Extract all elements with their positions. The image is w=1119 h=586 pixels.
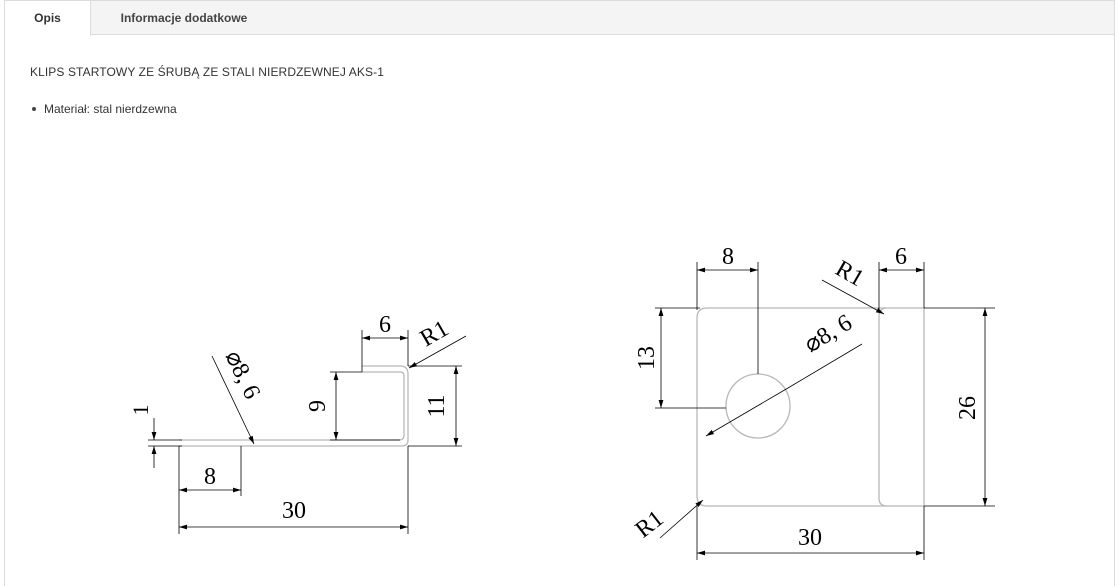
- list-item: Materiał: stal nierdzewna: [32, 102, 177, 116]
- dim-top-hole-height: 13: [634, 346, 660, 370]
- top-view-drawing: 8 6 R1 13 ⌀8, 6 26 R1 30: [631, 244, 995, 560]
- dim-inner-height: 9: [305, 400, 331, 412]
- tab-informacje-dodatkowe[interactable]: Informacje dodatkowe: [120, 11, 248, 25]
- side-view-profile-inner: [179, 365, 409, 447]
- dim-top-edge-width: 6: [895, 244, 907, 270]
- dim-top-hole-diameter: ⌀8, 6: [800, 310, 857, 358]
- dim-top-radius: R1: [831, 256, 868, 293]
- dim-top-hole-offset: 8: [722, 244, 734, 270]
- side-view-drawing: 1 8 30 6 R1 9 11 ⌀8, 6: [128, 312, 467, 534]
- top-view-edge-fold: [878, 307, 888, 507]
- side-view-profile: [179, 371, 405, 441]
- dim-top-width: 30: [798, 525, 822, 551]
- product-title: KLIPS STARTOWY ZE ŚRUBĄ ZE STALI NIERDZE…: [30, 65, 384, 79]
- dim-length: 30: [282, 498, 306, 524]
- dim-hole-diameter: ⌀8, 6: [220, 347, 265, 404]
- dim-outer-height: 11: [424, 394, 450, 417]
- bullet-dot-icon: [32, 106, 36, 111]
- tab-bar: Opis Informacje dodatkowe: [5, 1, 1114, 36]
- dim-top-height: 26: [955, 396, 981, 420]
- tab-opis[interactable]: Opis: [5, 1, 91, 36]
- material-text: Materiał: stal nierdzewna: [44, 102, 177, 116]
- dim-thickness: 1: [128, 405, 153, 416]
- dim-bottom-radius: R1: [631, 506, 669, 544]
- top-view-plate: [696, 307, 925, 507]
- dim-lip-width: 6: [379, 312, 391, 338]
- dim-hole-offset: 8: [204, 464, 216, 490]
